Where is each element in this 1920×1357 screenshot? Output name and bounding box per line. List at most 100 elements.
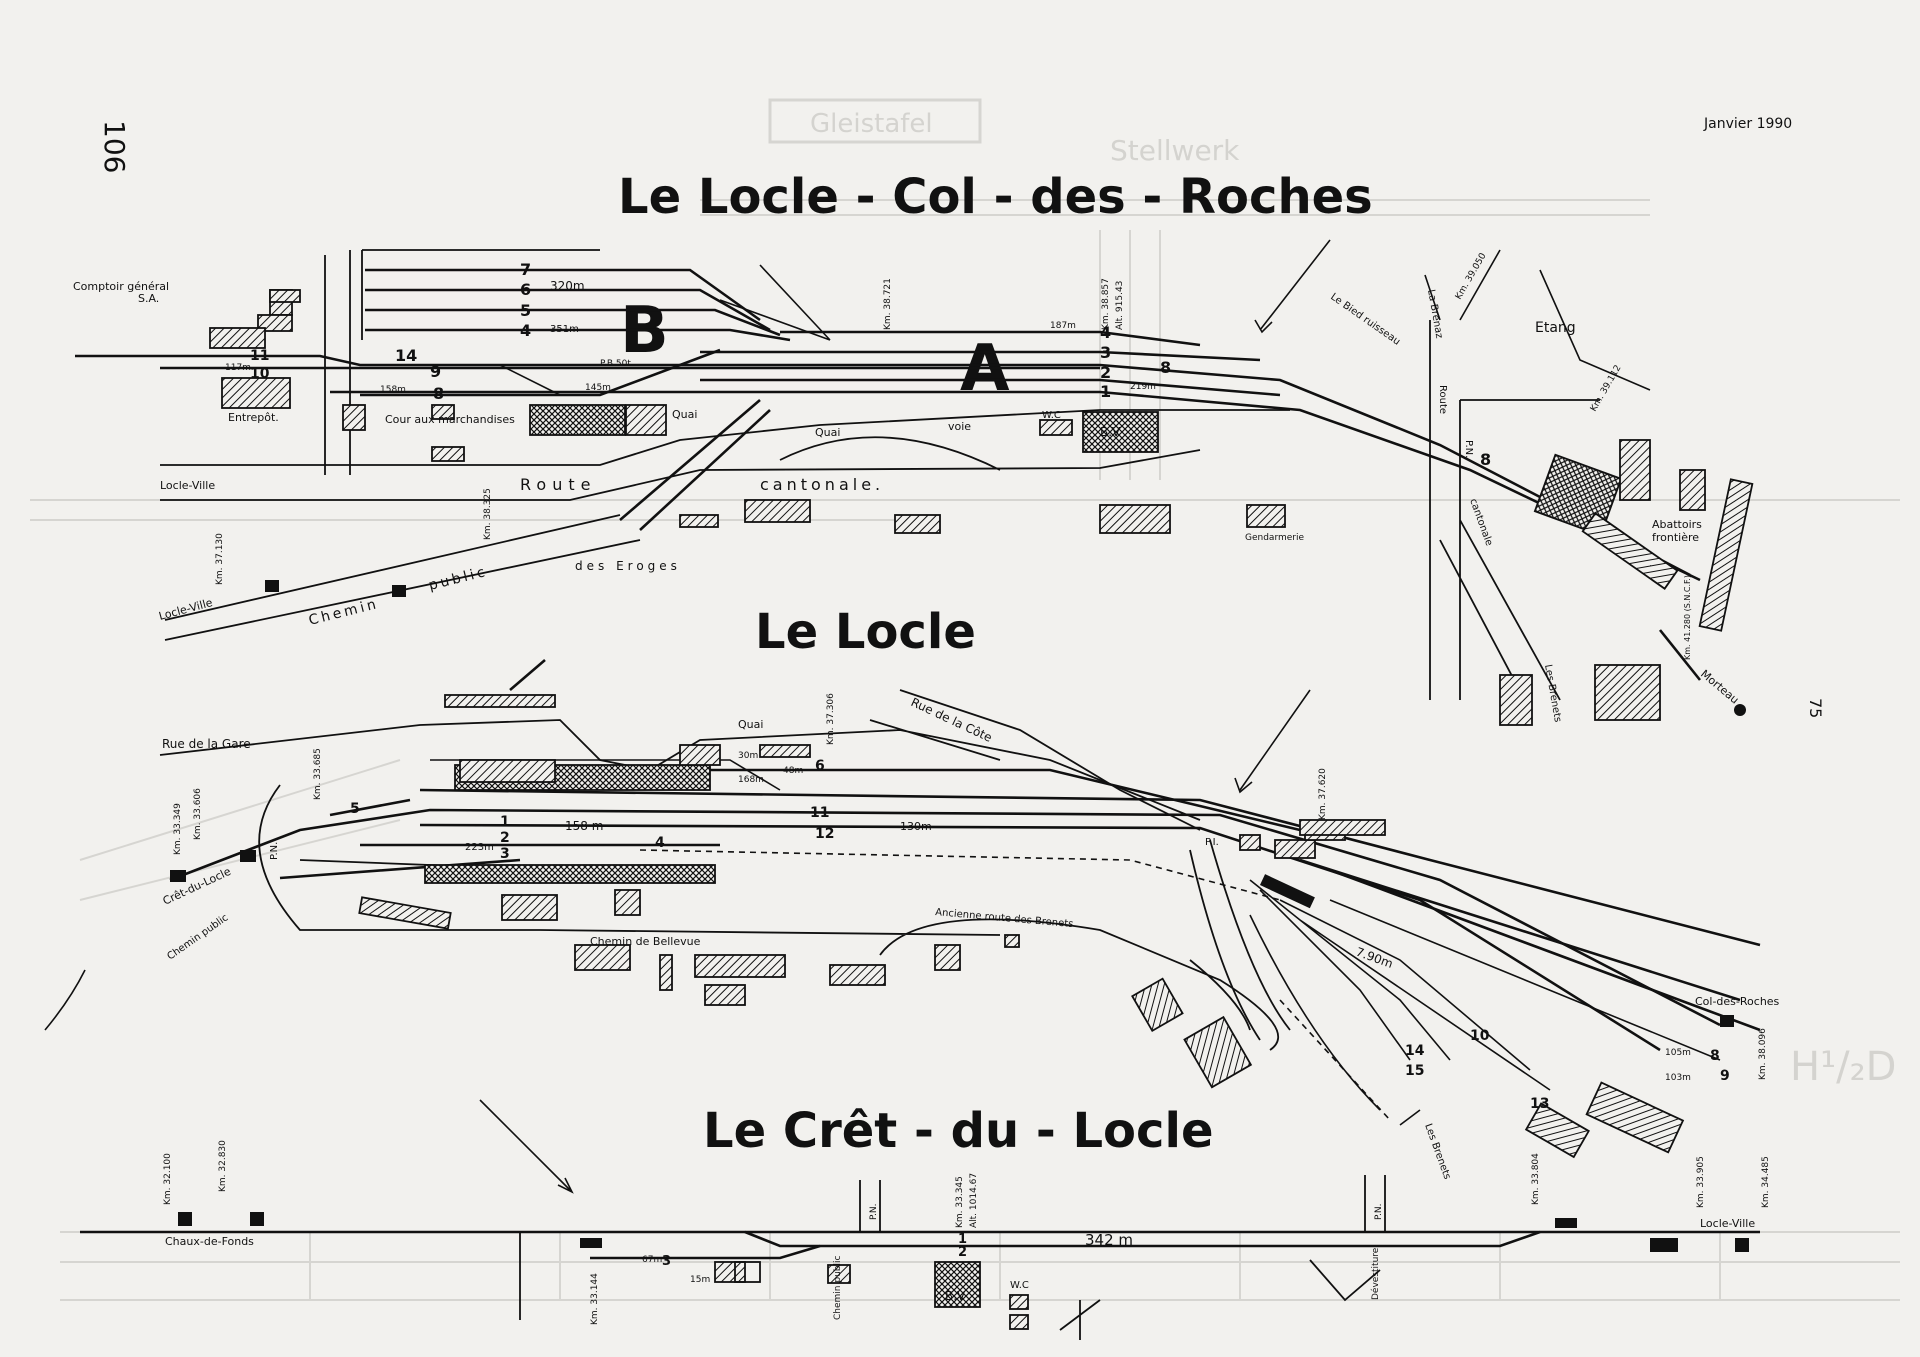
track-stub-top [509, 659, 546, 691]
la-brenaz-label: La Brenaz [1425, 289, 1444, 340]
signal-cret-1 [178, 1212, 192, 1226]
rue-gare-label: Rue de la Gare [162, 737, 251, 751]
comptoir-sa-label: S.A. [138, 292, 159, 305]
route-right-label: Route [1437, 385, 1448, 414]
len-790-locle-label: 7.90m [1354, 945, 1395, 971]
frontiere-label: frontière [1652, 531, 1699, 544]
signal-cret-locle [170, 870, 186, 882]
len-219-label: 219m [1130, 382, 1156, 392]
bied-label: Le Bied ruisseau [1328, 291, 1402, 347]
col-des-roches-locle-label: Col-des-Roches [1695, 995, 1780, 1008]
len-15-cret-label: 15m [690, 1275, 710, 1285]
len-320-label: 320m [550, 279, 585, 293]
signal-cret-4 [1555, 1218, 1577, 1228]
wc-cret-label: W.C [1010, 1280, 1029, 1291]
len-103-locle-label: 103m [1665, 1073, 1691, 1083]
north-arrow-col [1254, 239, 1331, 334]
building-route-cantonale [1099, 504, 1171, 534]
chaux-de-fonds-label: Chaux-de-Fonds [165, 1235, 254, 1248]
len-351-label: 351m [550, 324, 579, 335]
road-pi [1189, 839, 1291, 1041]
track-2-cret-number: 2 [958, 1245, 967, 1260]
track-3 [700, 350, 1261, 362]
bv-building-col [1082, 411, 1159, 453]
gendarmerie-building [1246, 504, 1286, 528]
tracks-brenets [1249, 914, 1421, 1126]
col-des-roches-title: Le Locle - Col - des - Roches [618, 169, 1373, 225]
roads-cret [519, 1175, 1386, 1340]
building-route [431, 446, 465, 462]
track-3-locle-number: 3 [500, 846, 510, 862]
quai-label-1: Quai [672, 408, 697, 421]
building-cret-1 [714, 1261, 746, 1283]
abattoirs-building-5 [1581, 512, 1679, 590]
les-brenets-col-label: Les Brenets [1542, 664, 1563, 723]
track-6-number: 6 [520, 280, 531, 299]
comptoir-label: Comptoir général [73, 280, 169, 293]
pn-locle-label: P.N. [269, 842, 280, 860]
track-13-locle-number: 13 [1530, 1096, 1549, 1112]
page-number: 106 [98, 120, 131, 173]
track-dashed-brenets [1279, 999, 1391, 1121]
building-bellevue-8 [934, 944, 961, 971]
stream-bied [1424, 249, 1651, 391]
building-bellevue-5 [694, 954, 786, 978]
abattoirs-building-3 [1679, 469, 1706, 511]
pi-locle-label: P.I. [1205, 837, 1219, 848]
les-brenets-locle-label: Les Brenets [1422, 1122, 1452, 1181]
km-38857-label: Km. 38.857 [1101, 278, 1111, 330]
len-30-locle-label: 30m [738, 751, 758, 761]
pn-cret-2-label: P.N. [1374, 1204, 1384, 1220]
cour-label: Cour aux marchandises [385, 413, 515, 426]
track-4-east-number: 4 [1100, 323, 1111, 342]
quai-locle-label: Quai [738, 718, 763, 731]
building-bellevue-6 [704, 984, 746, 1006]
north-arrow-cret [479, 1099, 574, 1194]
pb-label: P.B 50t [600, 359, 631, 369]
km-33349-label: Km. 33.349 [173, 803, 183, 855]
entrepot-building [221, 377, 291, 409]
track-4-east [780, 330, 1201, 347]
chemin-bellevue-label: Chemin de Bellevue [590, 935, 701, 948]
km-33905-label: Km. 33.905 [1696, 1156, 1706, 1208]
signal-morteau [1734, 704, 1746, 716]
wc-building-col [1039, 419, 1073, 436]
bv-cret-label: B.V [945, 1289, 966, 1303]
public-label: public [427, 564, 489, 594]
morteau-line [1658, 629, 1702, 681]
km-34485-label: Km. 34.485 [1761, 1156, 1771, 1208]
building-yard-2 [1585, 1081, 1685, 1154]
track-5-locle-number: 5 [350, 801, 360, 817]
etang-label: Etang [1535, 320, 1576, 336]
route-label: Route [520, 475, 596, 494]
ghost-gleistafel: Gleistafel [810, 109, 933, 139]
edge-curve [44, 969, 86, 1031]
signal-cabin-locle [1259, 874, 1315, 909]
comptoir-building-base [257, 314, 293, 332]
building-small [431, 404, 455, 420]
track-10-main [75, 354, 1691, 577]
rue-cote-label: Rue de la Côte [909, 695, 994, 745]
bv-label-col: B.V [1100, 425, 1121, 439]
quai-building [759, 744, 811, 758]
track-3-cret [590, 1244, 821, 1260]
cantonale-label: cantonale. [760, 475, 884, 494]
track-11-locle-number: 11 [810, 805, 829, 821]
chemin-public-cret-label: Chemin public [833, 1256, 843, 1320]
track-8-east-number: 8 [1160, 358, 1171, 377]
km-41280-label: Km. 41.280 (S.N.C.F.) [1683, 575, 1692, 660]
locle-ville-cret-label: Locle-Ville [1700, 1217, 1755, 1230]
ghost-hd: H¹/₂D [1790, 1044, 1896, 1090]
entrepot-label: Entrepôt. [228, 411, 279, 424]
km-38325-label: Km. 38.325 [483, 488, 493, 540]
building-cret-4 [1009, 1314, 1029, 1330]
km-33606-label: Km. 33.606 [193, 788, 203, 840]
building-bellevue-4 [659, 954, 673, 991]
track-2 [700, 378, 1281, 397]
chemin-label: Chemin [307, 596, 380, 629]
track-14-locle-number: 14 [1405, 1043, 1425, 1059]
comptoir-annex [269, 289, 301, 303]
le-locle-title: Le Locle [755, 604, 976, 660]
track-3-cret-number: 3 [662, 1254, 671, 1269]
